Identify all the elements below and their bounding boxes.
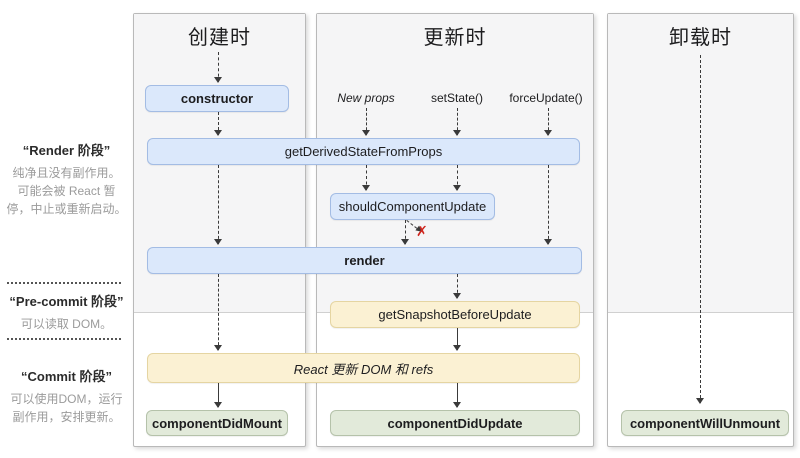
column-updating-title: 更新时 [423,27,487,49]
arrow-shouldupdate-to-render [401,220,410,245]
arrow-unmounting-to-willunmount [696,55,705,404]
render-phase-title: “Render 阶段” [22,143,111,158]
false-x-icon: ✗ [416,223,428,239]
arrow-newprops-to-getderived [362,108,371,136]
phase-separator-bottom [7,338,121,340]
phase-separator-top [7,282,121,284]
node-getderivedstatefromprops: getDerivedStateFromProps [147,138,580,165]
node-render: render [147,247,582,274]
arrow-getderived-to-render-mounting [214,165,223,245]
node-constructor: constructor [145,85,289,112]
column-unmounting-title: 卸载时 [669,27,732,49]
pre-commit-phase-title: “Pre-commit 阶段” [9,294,124,309]
node-componentwillunmount: componentWillUnmount [621,410,789,436]
arrow-constructor-to-getderived [214,112,223,136]
pre-commit-phase-desc: 可以读取 DOM。 [20,317,113,331]
pre-commit-phase-label: “Pre-commit 阶段” 可以读取 DOM。 [0,291,133,333]
arrow-mounting-to-constructor [214,52,223,83]
node-componentdidmount: componentDidMount [146,410,288,436]
node-componentdidupdate: componentDidUpdate [330,410,580,436]
commit-phase-desc: 可以使用DOM，运行 副作用，安排更新。 [10,392,123,424]
node-shouldcomponentupdate: shouldComponentUpdate [330,193,495,220]
render-phase-label: “Render 阶段” 纯净且没有副作用。 可能会被 React 暂 停，中止或… [0,140,133,218]
arrow-forceupdate-to-render [544,165,553,245]
arrow-setstate-to-getderived [453,108,462,136]
new-props-label: New props [337,91,395,105]
render-phase-desc: 纯净且没有副作用。 可能会被 React 暂 停，中止或重新启动。 [6,166,127,216]
commit-phase-title: “Commit 阶段” [20,369,112,384]
set-state-label: setState() [430,91,484,105]
arrow-getderived-to-shouldupdate-left [362,165,371,191]
node-getsnapshotbeforeupdate: getSnapshotBeforeUpdate [330,301,580,328]
commit-phase-label: “Commit 阶段” 可以使用DOM，运行 副作用，安排更新。 [0,366,133,426]
arrow-forceupdate-to-getderived [544,108,553,136]
arrow-reactupdates-to-didupdate [453,383,462,408]
arrow-render-to-reactupdates-mounting [214,274,223,351]
arrow-reactupdates-to-didmount [214,383,223,408]
arrow-getderived-to-shouldupdate-right [453,165,462,191]
force-update-label: forceUpdate() [509,91,583,105]
node-react-updates-dom: React 更新 DOM 和 refs [147,353,580,383]
arrow-render-to-getsnapshot [453,274,462,299]
arrow-getsnapshot-to-reactupdates [453,328,462,351]
column-mounting-title: 创建时 [188,27,251,49]
